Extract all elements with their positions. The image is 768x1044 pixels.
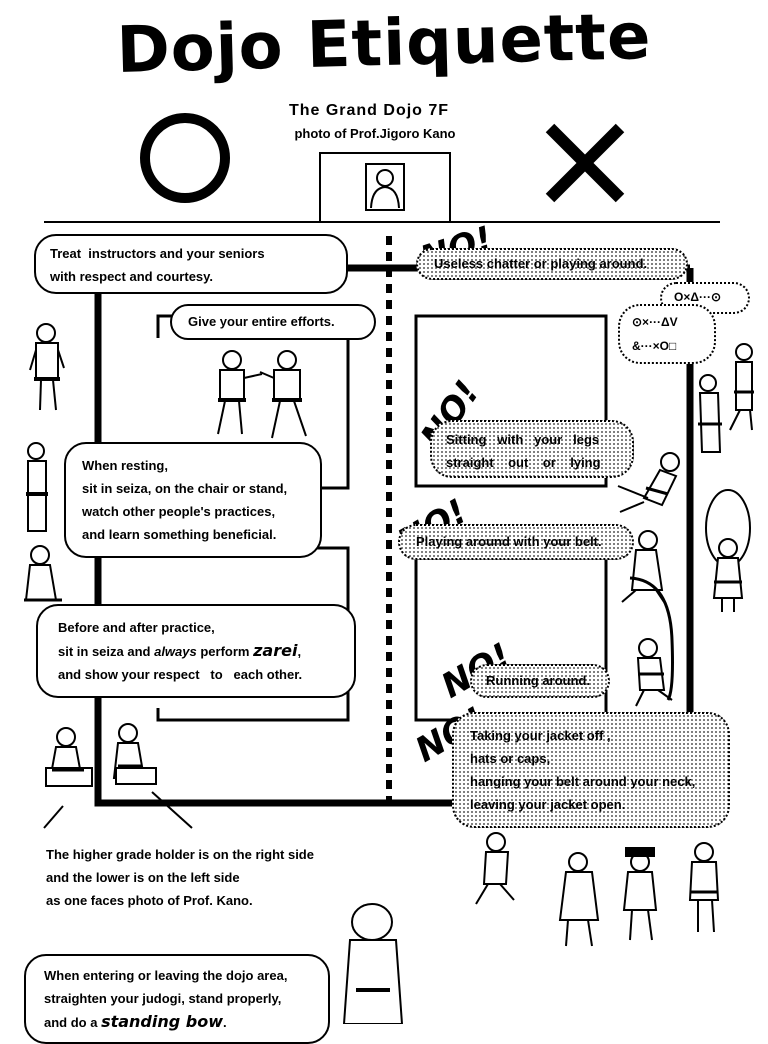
jacket-line-4: leaving your jacket open.	[470, 797, 626, 812]
sitting-bubble: Sitting with your legs straight out or l…	[430, 420, 634, 478]
figures-chatter	[698, 343, 754, 453]
belt-bubble: Playing around with your belt.	[398, 524, 634, 560]
figure-jump-rope	[705, 489, 751, 612]
resting-bubble: When resting, sit in seiza, on the chair…	[64, 442, 322, 558]
sitting-line-2: straight out or lying	[446, 455, 601, 470]
respect-line-2: with respect and courtesy.	[50, 269, 214, 284]
zarei-bubble: Before and after practice, sit in seiza …	[36, 604, 356, 698]
resting-line-3: watch other people's practices,	[82, 504, 276, 519]
zarei-line-2: sit in seiza and always perform zarei,	[58, 641, 302, 660]
resting-line-2: sit in seiza, on the chair or stand,	[82, 481, 288, 496]
page-subtitle: The Grand Dojo 7F	[288, 102, 450, 119]
grade-note-line-2: and the lower is on the left side	[46, 870, 240, 885]
jacket-line-2: hats or caps,	[470, 751, 551, 766]
sitting-line-1: Sitting with your legs	[446, 432, 600, 447]
zarei-line-3: and show your respect to each other.	[58, 667, 303, 682]
figures-jacket	[475, 832, 720, 947]
jacket-line-3: hanging your belt around your neck,	[470, 774, 696, 789]
running-text: Running around.	[486, 673, 590, 688]
chatter-text: Useless chatter or playing around.	[434, 256, 648, 271]
figure-seiza-left-edge	[24, 545, 62, 602]
do-circle-icon	[140, 113, 230, 203]
figure-lying	[617, 452, 680, 513]
dont-cross-icon	[545, 123, 625, 203]
figure-standing-left	[29, 323, 65, 411]
running-bubble: Running around.	[470, 664, 610, 698]
respect-bubble: Treat instructors and your seniors with …	[34, 234, 348, 294]
bow-line-2: straighten your judogi, stand properly,	[44, 991, 282, 1006]
jacket-bubble: Taking your jacket off , hats or caps, h…	[452, 712, 730, 828]
figure-running	[635, 638, 673, 707]
figure-standing-belt	[26, 442, 48, 532]
zarei-line-1: Before and after practice,	[58, 620, 215, 635]
figure-belt-swing	[621, 530, 674, 701]
grade-note-line-1: The higher grade holder is on the right …	[46, 847, 314, 862]
grade-note-line-3: as one faces photo of Prof. Kano.	[46, 893, 253, 908]
bow-line-3: and do a standing bow.	[44, 1012, 227, 1031]
resting-line-1: When resting,	[82, 458, 168, 473]
effort-text: Give your entire efforts.	[188, 314, 335, 329]
figure-standing-bow	[342, 903, 404, 1024]
jacket-line-1: Taking your jacket off ,	[470, 728, 611, 743]
figure-seiza-pair	[45, 723, 157, 787]
figure-pair-practicing	[217, 350, 307, 439]
effort-bubble: Give your entire efforts.	[170, 304, 376, 340]
chatter-symbols-bubble-2: ⊙×···ΔV &···×O□	[618, 304, 716, 364]
bow-line-1: When entering or leaving the dojo area,	[44, 968, 288, 983]
chatter-bubble: Useless chatter or playing around.	[416, 248, 688, 280]
belt-text: Playing around with your belt.	[416, 534, 602, 549]
bow-bubble: When entering or leaving the dojo area, …	[24, 954, 330, 1044]
resting-line-4: and learn something beneficial.	[82, 527, 277, 542]
respect-line-1: Treat instructors and your seniors	[50, 246, 265, 261]
portrait-icon	[370, 169, 400, 209]
photo-caption: photo of Prof.Jigoro Kano	[294, 126, 456, 141]
grade-note: The higher grade holder is on the right …	[46, 843, 356, 912]
